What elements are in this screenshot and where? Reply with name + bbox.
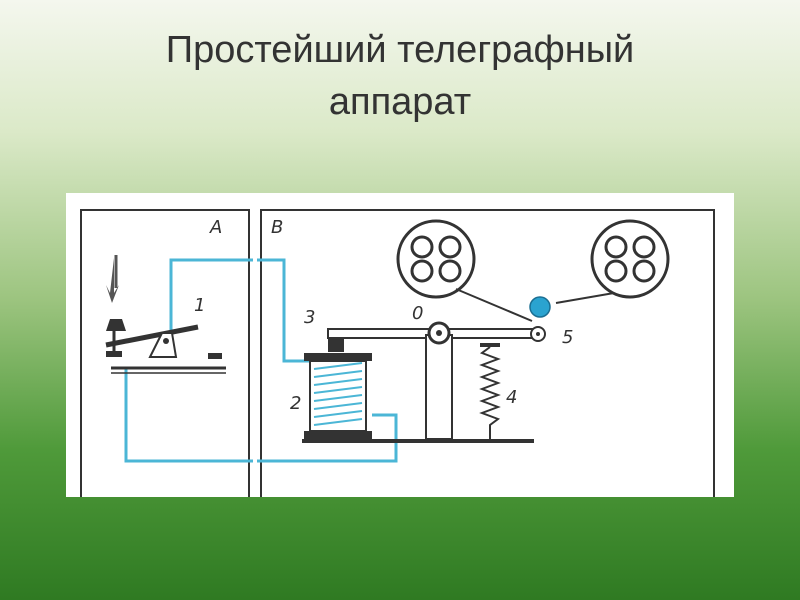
label-1: 1 bbox=[194, 295, 205, 316]
title-line-1: Простейший телеграфный bbox=[165, 29, 635, 71]
panel-b-label: B bbox=[271, 217, 283, 238]
telegraph-diagram: A B 1 bbox=[66, 193, 734, 497]
panel-a-label: A bbox=[209, 217, 222, 238]
paper-tape bbox=[455, 288, 615, 322]
diagram-svg: A B 1 bbox=[80, 209, 715, 497]
electromagnet bbox=[302, 353, 534, 443]
telegraph-key bbox=[105, 255, 226, 374]
ink-wheel-icon bbox=[529, 296, 551, 318]
wires bbox=[124, 258, 398, 463]
press-arrow-icon bbox=[106, 258, 119, 303]
armature bbox=[327, 321, 546, 440]
tape-reel-left bbox=[396, 219, 476, 299]
tape-reel-right bbox=[590, 219, 670, 299]
label-2: 2 bbox=[290, 393, 301, 414]
slide-title: Простейший телеграфный аппарат bbox=[0, 24, 800, 128]
spring bbox=[479, 343, 501, 439]
wire-bottom-b bbox=[261, 413, 398, 463]
label-4: 4 bbox=[506, 387, 517, 408]
label-5: 5 bbox=[562, 327, 573, 348]
wire-top-b bbox=[261, 258, 309, 363]
panel-b-frame bbox=[260, 209, 715, 497]
panel-a-frame bbox=[80, 209, 250, 497]
wire-top-a bbox=[169, 258, 249, 338]
title-line-2: аппарат bbox=[328, 81, 472, 123]
wire-bottom-a bbox=[124, 368, 249, 463]
key-knob-icon bbox=[106, 319, 126, 331]
label-3: 3 bbox=[304, 307, 315, 328]
label-0: 0 bbox=[412, 303, 423, 324]
